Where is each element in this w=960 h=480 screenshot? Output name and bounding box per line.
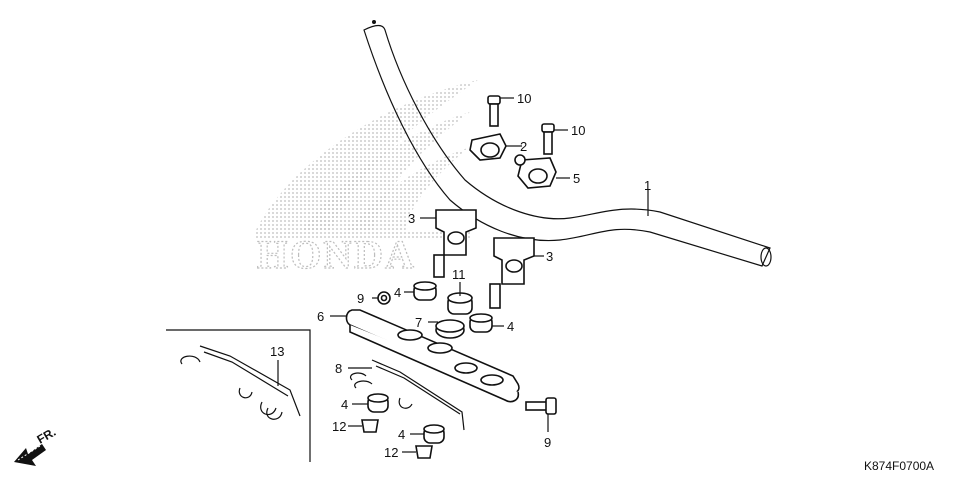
callout-9-a: 9 [357,291,364,306]
callout-7: 7 [415,315,422,330]
callout-6: 6 [317,309,324,324]
bolt-10-b [541,123,555,155]
callout-4-c: 4 [341,397,348,412]
honda-watermark-text: HONDA [257,232,416,277]
callout-3-right: 3 [546,249,553,264]
collar-12-b [415,445,433,459]
callout-10-b: 10 [571,123,585,138]
cushion-4-a [413,281,437,301]
bolt-10-a [487,95,501,127]
callout-12-b: 12 [384,445,398,460]
collar-12-a [361,419,379,433]
upper-holder-2 [469,133,507,161]
callout-5: 5 [573,171,580,186]
handlebar [363,20,772,267]
clip-8 [350,359,465,431]
front-arrow-icon [14,444,46,466]
upper-holder-5 [514,154,557,189]
callout-10-a: 10 [517,91,531,106]
callout-4-d: 4 [398,427,405,442]
callout-2: 2 [520,139,527,154]
cushion-4-d [423,424,445,444]
leader-lines [277,97,649,453]
top-bridge-6 [345,309,520,403]
callout-11: 11 [452,267,466,282]
callout-3-left: 3 [408,211,415,226]
callout-8: 8 [335,361,342,376]
collar-7 [435,319,465,339]
cushion-4-c [367,393,389,413]
bolt-9-b [525,397,557,415]
lower-holder-3-left [433,209,477,278]
callout-13: 13 [270,344,284,359]
cushion-4-b [469,313,493,333]
front-direction-label: FR. [35,425,59,447]
nut-9-a [377,291,391,305]
lower-holder-3-right [489,237,535,309]
callout-4-b: 4 [507,319,514,334]
callout-12-a: 12 [332,419,346,434]
callout-4-a: 4 [394,285,401,300]
callout-1: 1 [644,178,651,193]
collar-11 [447,292,473,315]
callout-9-b: 9 [544,435,551,450]
inset-part-13 [166,329,311,462]
diagram-code: K874F0700A [864,459,934,473]
